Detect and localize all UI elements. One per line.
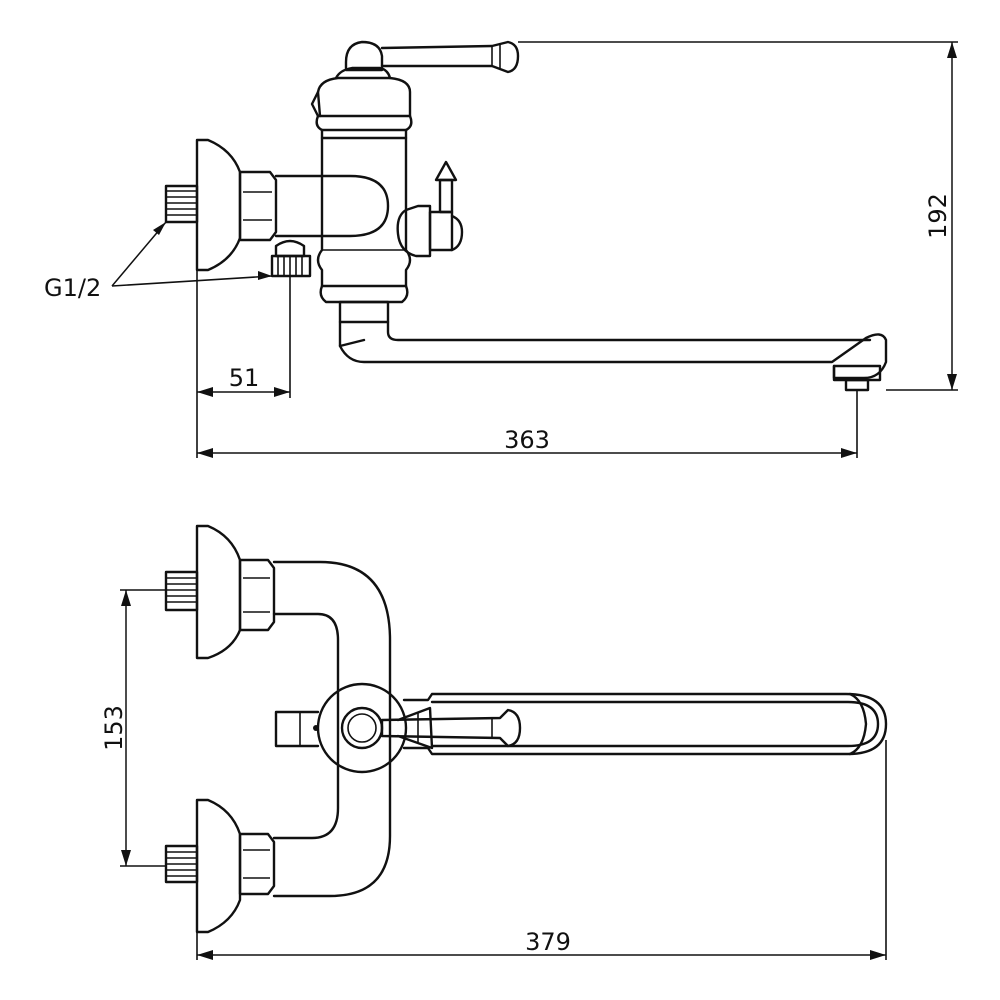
thread-callout: G1/2 <box>44 221 273 302</box>
lower-threaded-inlet <box>164 844 199 884</box>
dim-inlet-offset: 51 <box>197 276 291 398</box>
dim-top-reach: 379 <box>196 740 887 960</box>
thread-label: G1/2 <box>44 274 101 302</box>
threaded-inlet <box>164 184 199 224</box>
spout <box>338 320 888 380</box>
dim-top-reach-label: 379 <box>525 928 571 956</box>
upper-flange <box>195 524 242 660</box>
mixer-body <box>316 136 412 288</box>
dim-spout-height: 192 <box>518 41 958 391</box>
top-view <box>164 524 888 934</box>
u-tube <box>272 560 392 898</box>
dim-side-reach-label: 363 <box>504 426 550 454</box>
inlet-cap <box>274 239 306 258</box>
diverter-knob <box>396 160 464 258</box>
upper-hex-nut <box>238 558 276 632</box>
hex-nut <box>238 170 278 242</box>
lever-handle-top <box>380 706 522 750</box>
lever-handle <box>344 40 520 74</box>
mixer-body-top <box>274 682 408 774</box>
dim-spout-height-label: 192 <box>924 193 952 239</box>
wall-flange <box>195 138 242 272</box>
lower-flange <box>195 798 242 934</box>
dim-inlet-spacing: 153 <box>100 589 166 867</box>
upper-threaded-inlet <box>164 570 199 612</box>
body-base-ring <box>319 284 409 304</box>
cartridge-dome <box>316 76 412 118</box>
lower-hex-nut <box>238 832 276 896</box>
dim-side-reach: 363 <box>196 270 858 458</box>
connecting-arm <box>274 174 390 238</box>
dim-inlet-offset-label: 51 <box>229 364 260 392</box>
body-collar <box>315 114 413 132</box>
side-view <box>164 40 888 392</box>
dim-inlet-spacing-label: 153 <box>100 705 128 751</box>
diverter-knob-small <box>270 254 312 278</box>
